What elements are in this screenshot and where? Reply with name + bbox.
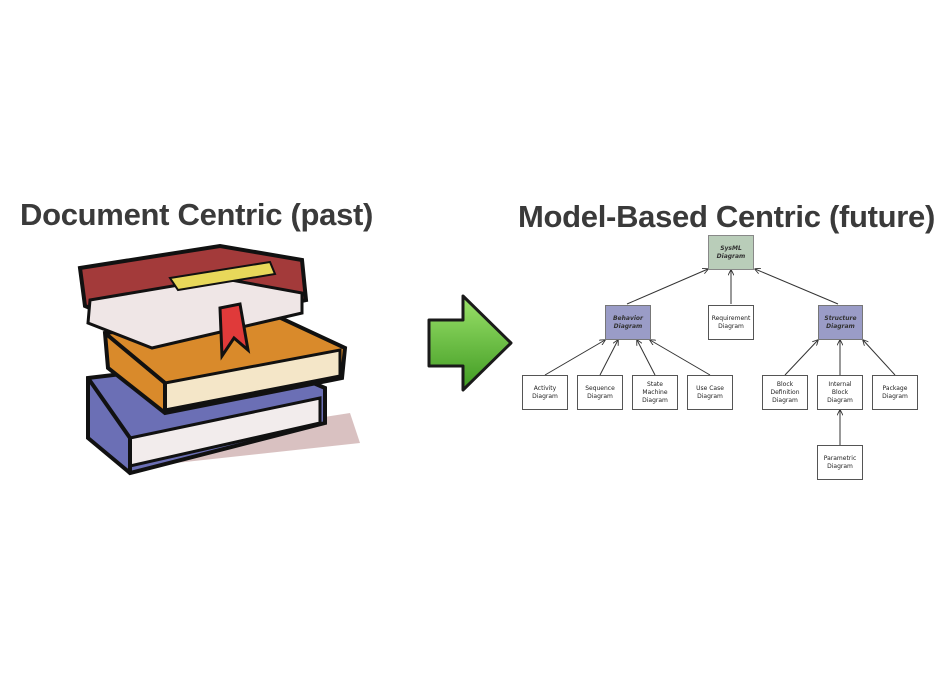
stack-of-books-icon	[77, 243, 360, 476]
behavior-diagram-node: Behavior Diagram	[605, 305, 651, 340]
right-title: Model-Based Centric (future)	[518, 199, 936, 234]
use-case-diagram-node: Use Case Diagram	[687, 375, 733, 410]
block-definition-diagram-node: Block Definition Diagram	[762, 375, 808, 410]
left-title: Document Centric (past)	[20, 197, 374, 232]
structure-diagram-node: Structure Diagram	[818, 305, 863, 340]
activity-diagram-node: Activity Diagram	[522, 375, 568, 410]
package-diagram-node: Package Diagram	[872, 375, 918, 410]
state-machine-diagram-node: State Machine Diagram	[632, 375, 678, 410]
green-right-arrow-icon	[427, 294, 513, 392]
requirement-diagram-node: Requirement Diagram	[708, 305, 754, 340]
internal-block-diagram-node: Internal Block Diagram	[817, 375, 863, 410]
sysml-diagram-node: SysML Diagram	[708, 235, 754, 270]
sequence-diagram-node: Sequence Diagram	[577, 375, 623, 410]
parametric-diagram-node: Parametric Diagram	[817, 445, 863, 480]
